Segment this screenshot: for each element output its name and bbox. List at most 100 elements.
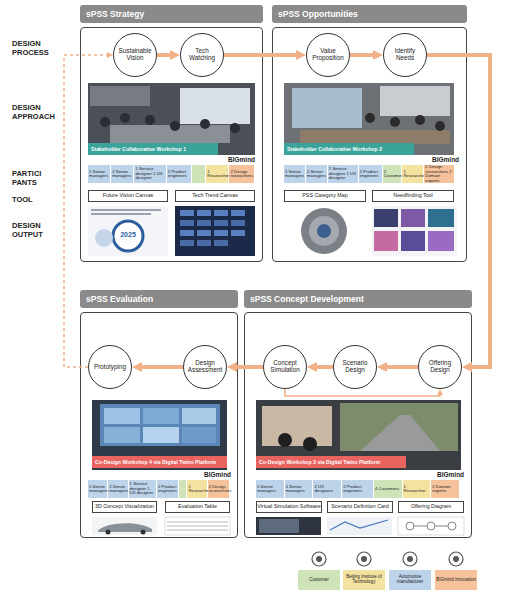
legend-icon <box>402 550 418 568</box>
node-text: Offering Diagram <box>411 504 451 510</box>
participant-cell: 1 Senior managers <box>284 165 306 183</box>
legend-text: Automotive manufacturer <box>390 570 430 590</box>
node-text: 2 Senior managers <box>307 170 326 179</box>
node-text: 2 Senior managers <box>109 485 128 494</box>
participant-cell: 1 Service designer 1 UX designer <box>134 165 166 183</box>
node-text: Co-Design Workshop 4 via Digital Twins P… <box>95 459 216 465</box>
row-label: TOOL <box>12 196 62 205</box>
participant-cell: 2 Product engineers <box>342 480 374 498</box>
workshop-photo-2 <box>284 83 454 155</box>
participant-cell: 4 Customers <box>374 480 403 498</box>
year-label: 2025 <box>116 231 140 238</box>
node-text: 2 Design researchers 2 Domain experts <box>425 165 453 183</box>
logo-text: BIGmind <box>204 471 231 478</box>
node-text: 1 Researcher <box>404 485 430 494</box>
participant-cell: 1 Researcher <box>206 165 229 183</box>
tool-box: 3D Concept Visualization <box>92 501 157 513</box>
node-text: Needfinding Tool <box>393 193 432 199</box>
process-circle: Value Proposition <box>306 33 350 77</box>
node-text: 2 Design researchers <box>230 170 253 179</box>
participant-cell: 2 Design researchers 2 Domain experts <box>424 165 455 183</box>
workshop-caption: Stakeholder Collaborative Workshop 1 <box>88 143 218 155</box>
row-label: DESIGN APPROACH <box>12 104 62 121</box>
node-text: 4 Customers <box>375 487 399 492</box>
legend-text: Beijing Institute of Technology <box>344 570 384 590</box>
concept-3d-output <box>92 517 157 535</box>
workshop-caption: Co-Design Workshop 3 via Digital Twins P… <box>256 456 406 468</box>
tool-box: PSS Category Map <box>284 190 366 202</box>
workshop-caption: Co-Design Workshop 4 via Digital Twins P… <box>92 456 227 468</box>
participant-cell: 1 Service designer 1 UX designer <box>129 480 157 498</box>
participant-cell: 1 Researcher <box>402 165 424 183</box>
legend-icon <box>356 550 372 568</box>
node-text: Design Assessment <box>186 360 224 374</box>
node-text: Tech Trend Canvas <box>192 193 238 199</box>
process-circle: Prototyping <box>88 345 132 389</box>
node-text: 2 Product engineers <box>158 485 177 494</box>
legend-item: Customer <box>298 548 340 590</box>
logo-text: BIGmind <box>432 156 459 163</box>
stage-header: sPSS Evaluation <box>80 290 238 308</box>
stage-header: sPSS Opportunities <box>272 5 467 23</box>
node-text: Evaluation Table <box>178 504 217 510</box>
logo-text: BIGmind <box>228 156 255 163</box>
tool-box: Needfinding Tool <box>372 190 454 202</box>
node-text: 3D Concept Visualization <box>95 504 154 510</box>
legend-text: BIGmind Innovation <box>436 570 476 590</box>
node-text: 1 Senior managers <box>285 170 304 179</box>
legend-item: Beijing Institute of Technology <box>343 548 385 590</box>
legend-item: BIGmind Innovation <box>435 548 477 590</box>
workshop-caption: Stakeholder Collaborative Workshop 2 <box>284 143 414 155</box>
tool-box: Scenario Definition Card <box>327 501 393 513</box>
participant-cell: 1 Senior managers <box>88 165 111 183</box>
row-label: PARTICI PANTS <box>12 170 62 187</box>
tool-box: Tech Trend Canvas <box>175 190 255 202</box>
node-text: 1 Senior managers <box>89 485 108 494</box>
node-text: 1 Service designer 1 UX designer <box>135 167 164 181</box>
node-text: 1 Service designer 1 UX designer <box>329 167 357 181</box>
node-text: 2 Senior managers <box>286 485 312 494</box>
vision-output <box>88 206 168 256</box>
node-text: Prototyping <box>94 364 126 371</box>
node-text: 2 UX designers <box>314 485 340 494</box>
process-circle: Concept Simulation <box>263 345 307 389</box>
tool-box: Future Vision Canvas <box>88 190 168 202</box>
scenario-card-output <box>327 517 392 535</box>
evaluation-table-output <box>165 517 230 535</box>
process-circle: Tech Watching <box>180 33 224 77</box>
participant-cell: 2 Product engineers <box>167 165 193 183</box>
node-text: 2 Design researchers <box>209 485 232 494</box>
node-text: Co-Design Workshop 3 via Digital Twins P… <box>259 459 380 465</box>
node-text: Sustainable Vision <box>116 48 154 62</box>
stage-header: sPSS Strategy <box>80 5 263 23</box>
node-text: Tech Watching <box>183 48 221 62</box>
process-circle: Sustainable Vision <box>113 33 157 77</box>
node-text: Scenario Design <box>336 360 374 374</box>
participant-cell: 2 Product engineers <box>157 480 179 498</box>
node-text: 2 Domain experts <box>432 485 458 494</box>
node-text: 2 Customers <box>384 170 405 179</box>
participant-cell: 2 Design researchers <box>208 480 230 498</box>
participant-cell: 2 Domain experts <box>431 480 460 498</box>
category-map-output <box>301 208 347 254</box>
participant-cell: 2 UX designers <box>313 480 342 498</box>
node-text: Offering Design <box>421 360 459 374</box>
trend-output <box>175 206 255 256</box>
participant-cell: 1 Researcher <box>403 480 432 498</box>
node-text: 1 Senior managers <box>89 170 109 179</box>
node-text: Future Vision Canvas <box>103 193 154 199</box>
process-circle: Design Assessment <box>183 345 227 389</box>
participant-cell: 1 Senior managers <box>88 480 108 498</box>
needfinding-output <box>372 206 457 256</box>
legend-item: Automotive manufacturer <box>389 548 431 590</box>
empty-cell <box>179 480 187 498</box>
node-text: 1 Researcher <box>207 170 229 179</box>
process-circle: Offering Design <box>418 345 462 389</box>
workshop-photo-1 <box>88 83 255 155</box>
participant-cell: 1 Researcher <box>187 480 207 498</box>
process-circle: Scenario Design <box>333 345 377 389</box>
node-text: Scenario Definition Card <box>331 504 388 510</box>
logo-text: BIGmind <box>437 471 464 478</box>
process-circle: Identify Needs <box>383 33 427 77</box>
node-text: Stakeholder Collaborative Workshop 1 <box>91 146 186 152</box>
